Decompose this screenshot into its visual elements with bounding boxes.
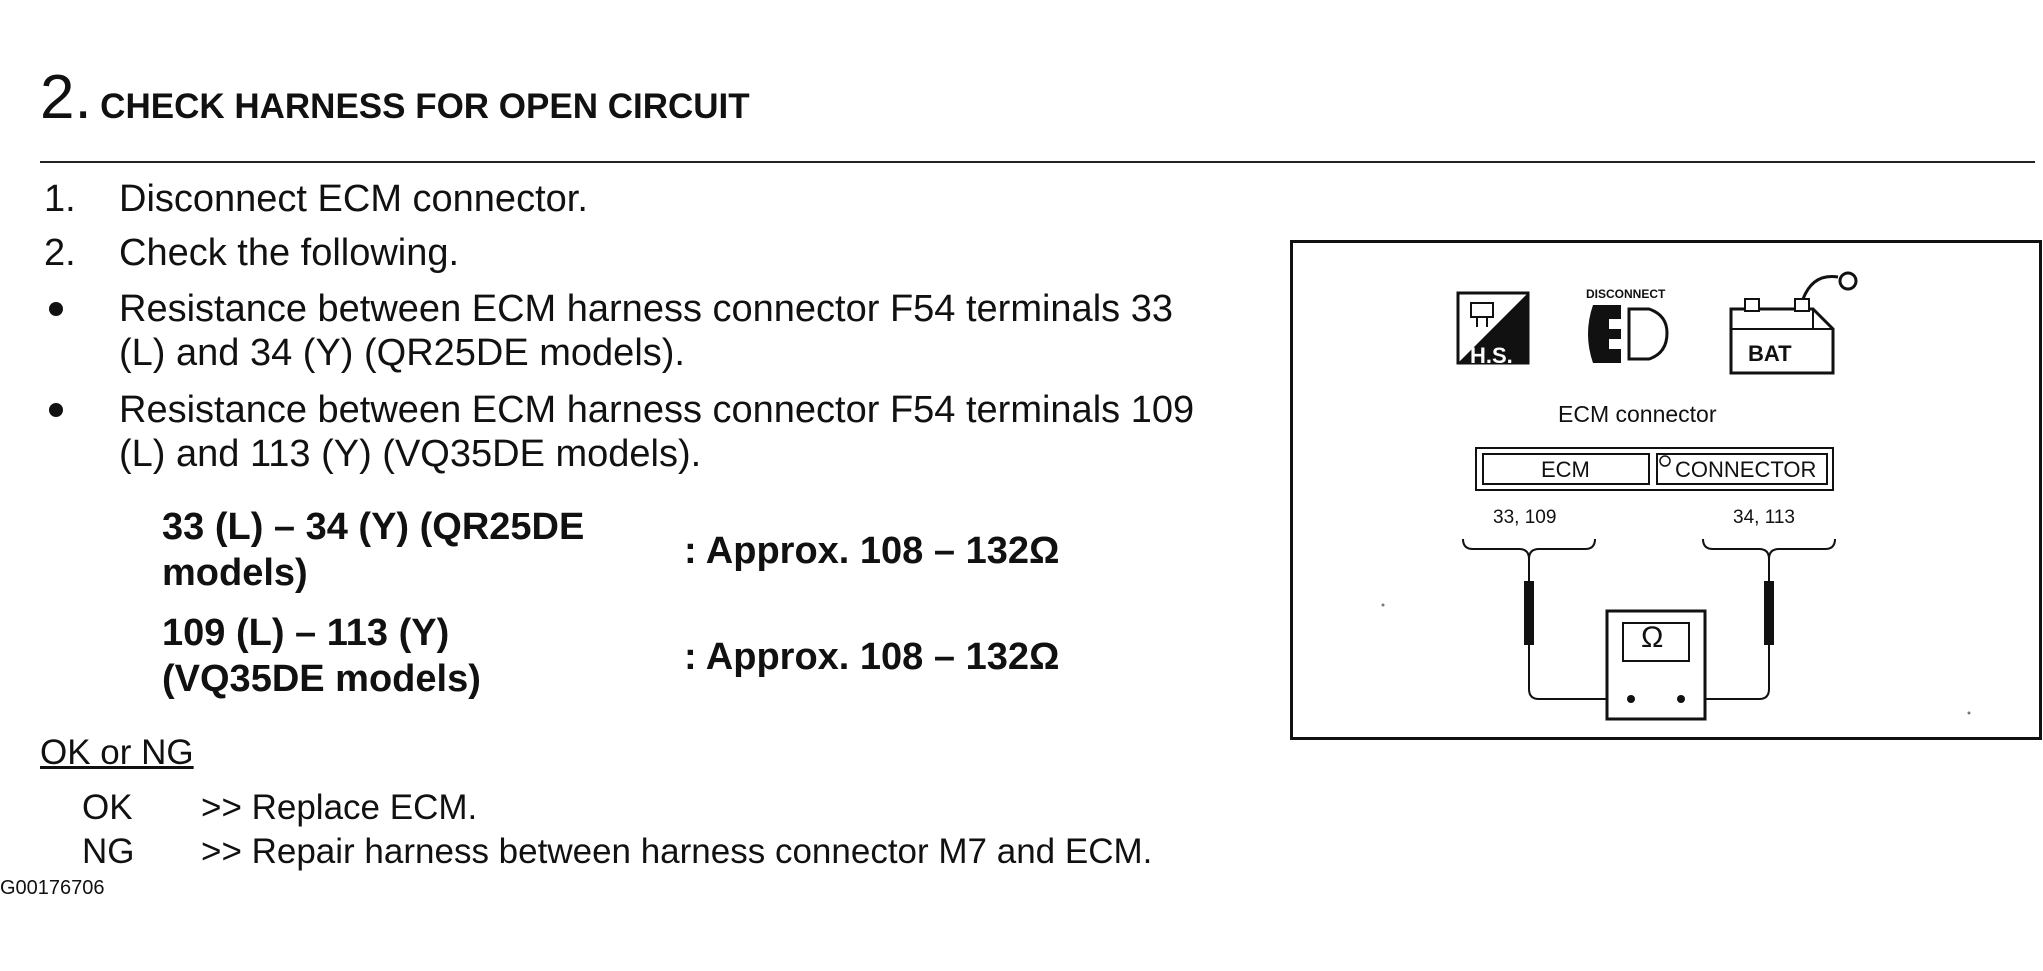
harness-icon-label: H.S. <box>1470 343 1513 368</box>
spec-2-label-line2: (VQ35DE models) <box>162 658 481 700</box>
terminal-braces <box>1462 538 1836 560</box>
step-1-text: Disconnect ECM connector. <box>119 178 588 220</box>
spec-1-value: : Approx. 108 – 132Ω <box>684 530 1060 572</box>
section-title: CHECK HARNESS FOR OPEN CIRCUIT <box>100 87 750 126</box>
result-ng-code: NG <box>82 832 135 871</box>
bullet-2-dot <box>49 403 63 417</box>
connector-left-label: ECM <box>1541 457 1590 482</box>
bullet-1-dot <box>49 302 63 316</box>
result-ok-code: OK <box>82 788 133 827</box>
step-2-marker: 2. <box>44 232 76 274</box>
figure-caption: ECM connector <box>1558 401 1717 427</box>
ohm-symbol: Ω <box>1641 621 1664 654</box>
heading-divider <box>40 161 2035 163</box>
spec-2-label-line1: 109 (L) – 113 (Y) <box>162 612 450 654</box>
step-2-text: Check the following. <box>119 232 460 274</box>
bullet-2-line1: Resistance between ECM harness connector… <box>119 389 1195 431</box>
spec-2-value: : Approx. 108 – 132Ω <box>684 636 1060 678</box>
result-ng-text: >> Repair harness between harness connec… <box>201 832 1153 871</box>
disconnect-icon-label: DISCONNECT <box>1586 287 1666 301</box>
ok-ng-heading: OK or NG <box>40 733 194 772</box>
meter-probes <box>1524 559 1774 700</box>
spec-1-label-line1: 33 (L) – 34 (Y) (QR25DE <box>162 506 585 548</box>
spec-1-label-line2: models) <box>162 552 308 594</box>
battery-icon-label: BAT <box>1748 341 1792 366</box>
terminals-left-label: 33, 109 <box>1493 507 1557 528</box>
bullet-2-line2: (L) and 113 (Y) (VQ35DE models). <box>119 433 702 475</box>
figure-drawing <box>1381 271 1971 721</box>
ohmmeter <box>1605 609 1707 721</box>
section-heading: 2. CHECK HARNESS FOR OPEN CIRCUIT <box>40 62 750 133</box>
figure-code: G00176706 <box>0 877 105 899</box>
ecm-connector-figure: H.S. DISCONNECT BAT ECM connector ECM CO… <box>1290 240 2042 740</box>
step-1-marker: 1. <box>44 178 76 220</box>
connector-right-label: CONNECTOR <box>1675 457 1817 482</box>
section-number: 2. <box>40 63 92 132</box>
terminals-right-label: 34, 113 <box>1733 507 1795 528</box>
harness-icon <box>1456 291 1530 365</box>
disconnect-icon <box>1588 305 1669 363</box>
result-ok-text: >> Replace ECM. <box>201 788 478 827</box>
bullet-1-line2: (L) and 34 (Y) (QR25DE models). <box>119 332 685 374</box>
battery-icon <box>1729 271 1858 375</box>
ecm-connector <box>1475 447 1834 491</box>
bullet-1-line1: Resistance between ECM harness connector… <box>119 288 1173 330</box>
